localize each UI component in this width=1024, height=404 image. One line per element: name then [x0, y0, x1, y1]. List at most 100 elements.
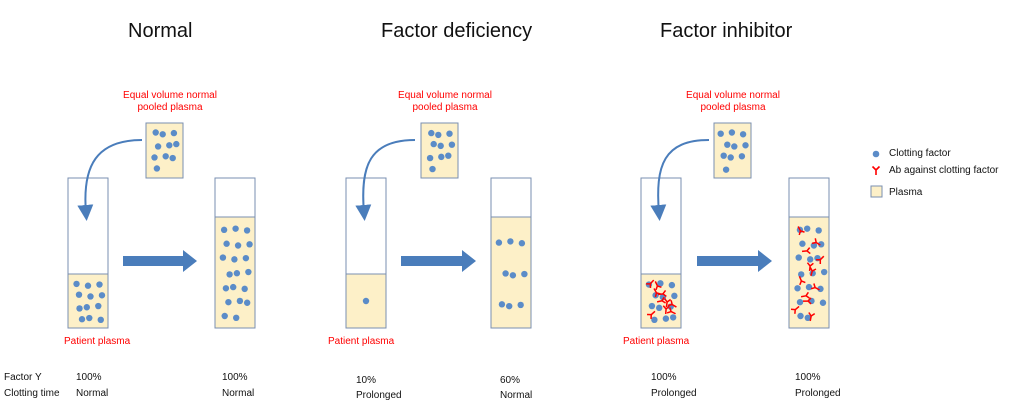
clotting-factor-dot: [78, 316, 86, 323]
clotting-factor-dot: [362, 297, 370, 305]
antibody-marker: [816, 255, 825, 264]
clotting-factor-dot: [154, 143, 162, 150]
clotting-factor-dot: [170, 129, 178, 137]
patient-plasma-label: Patient plasma: [623, 336, 690, 347]
clotting-factor-dot: [162, 153, 169, 160]
clotting-factor-dot: [83, 304, 91, 311]
antibody-marker: [790, 305, 800, 314]
clotting-factor-dot: [426, 154, 434, 162]
clotting-factor-dot: [221, 312, 228, 320]
clotting-factor-dot: [795, 254, 802, 261]
clotting-value-normal-before: Normal: [76, 388, 109, 399]
clotting-factor-dot: [246, 241, 253, 248]
antibody-marker: [802, 297, 812, 305]
clotting-factor-dot: [805, 283, 813, 291]
clotting-factor-dot: [807, 256, 814, 263]
clotting-factor-dot: [651, 316, 658, 324]
added-plasma-label: Equal volume normal pooled plasma: [398, 90, 492, 113]
clotting-factor-dot: [798, 271, 805, 278]
clotting-factor-dot: [87, 293, 94, 300]
pour-arrow: [650, 139, 710, 221]
clotting-factor-dot: [242, 254, 250, 262]
clotting-factor-dot: [506, 302, 513, 310]
antibody-marker: [806, 262, 814, 272]
antibody-marker: [657, 290, 667, 298]
normal-pooled-plasma-box: [713, 122, 752, 179]
antibody-marker: [809, 266, 817, 277]
clotting-factor-dot: [815, 227, 822, 234]
mixing-arrow: [123, 250, 197, 272]
clotting-factor-dot: [656, 304, 663, 312]
clotting-factor-dot: [728, 129, 736, 136]
clotting-factor-dot: [98, 292, 106, 299]
mixed-tube: [214, 177, 256, 329]
clotting-factor-dot: [219, 254, 227, 261]
clotting-factor-dot: [225, 298, 232, 306]
clotting-factor-dot: [445, 152, 452, 159]
normal-pooled-plasma-box: [145, 122, 184, 179]
clotting-value-deficiency-after: Normal: [500, 390, 533, 401]
clotting-factor-dot: [446, 130, 453, 137]
row-label-factor: Factor Y: [4, 372, 42, 383]
legend-plasma-icon: [870, 185, 883, 198]
patient-tube: [345, 177, 387, 329]
added-plasma-label: Equal volume normal pooled plasma: [686, 90, 780, 113]
pour-arrow: [355, 139, 416, 221]
mixed-tube: [788, 177, 830, 329]
factor-value-deficiency-after: 60%: [500, 375, 521, 386]
clotting-factor-dot: [241, 285, 248, 293]
clotting-factor-dot: [738, 153, 746, 160]
clotting-factor-dot: [232, 225, 239, 232]
clotting-factor-dot: [498, 301, 506, 308]
added-plasma-label: Equal volume normal pooled plasma: [123, 90, 217, 113]
factor-value-normal-after: 100%: [222, 372, 248, 383]
panel-title-factor-inhibitor: Factor inhibitor: [660, 20, 793, 42]
clotting-factor-dot: [495, 239, 503, 246]
antibody-marker: [654, 281, 662, 291]
clotting-factor-dot: [521, 270, 528, 278]
clotting-factor-dot: [222, 285, 230, 292]
factor-value-normal-before: 100%: [76, 372, 102, 383]
clotting-factor-dot: [507, 238, 514, 245]
clotting-factor-dot: [799, 240, 806, 247]
antibody-marker: [801, 247, 811, 255]
mixed-tube: [490, 177, 532, 329]
clotting-value-normal-after: Normal: [222, 388, 255, 399]
clotting-factor-dot: [648, 302, 656, 310]
legend-antibody-icon: [871, 165, 881, 175]
antibody-marker: [667, 300, 677, 308]
clotting-factor-dot: [428, 129, 435, 137]
clotting-factor-dot: [233, 270, 241, 277]
clotting-factor-dot: [518, 240, 526, 247]
clotting-factor-dot: [223, 240, 230, 247]
clotting-factor-dot: [84, 282, 92, 289]
mixing-arrow: [697, 250, 772, 272]
clotting-factor-dot: [657, 280, 664, 287]
clotting-factor-dot: [668, 281, 676, 289]
legend-antibody-label: Ab against clotting factor: [889, 165, 999, 176]
clotting-factor-dot: [796, 298, 804, 306]
clotting-factor-dot: [435, 131, 442, 139]
clotting-factor-dot: [717, 130, 724, 137]
clotting-factor-dot: [97, 316, 104, 324]
panel-title-normal: Normal: [128, 20, 193, 42]
clotting-factor-dot: [817, 241, 825, 248]
clotting-factor-dot: [819, 299, 827, 306]
clotting-factor-dot: [95, 302, 102, 310]
clotting-factor-dot: [671, 292, 678, 300]
patient-plasma-label: Patient plasma: [328, 336, 395, 347]
clotting-factor-dot: [817, 285, 824, 293]
panel-graphics: [640, 122, 830, 329]
patient-tube: [640, 177, 682, 329]
mixing-arrow: [401, 250, 476, 272]
clotting-factor-dot: [669, 314, 677, 321]
row-label-clotting: Clotting time: [4, 388, 60, 399]
panel-title-factor-deficiency: Factor deficiency: [381, 20, 533, 42]
factor-value-deficiency-before: 10%: [356, 375, 377, 386]
clotting-factor-dot: [662, 315, 670, 322]
clotting-value-deficiency-before: Prolonged: [356, 390, 402, 401]
clotting-factor-dot: [429, 165, 436, 173]
clotting-factor-dot: [166, 142, 173, 149]
clotting-factor-dot: [76, 305, 83, 312]
clotting-factor-dot: [243, 227, 251, 234]
